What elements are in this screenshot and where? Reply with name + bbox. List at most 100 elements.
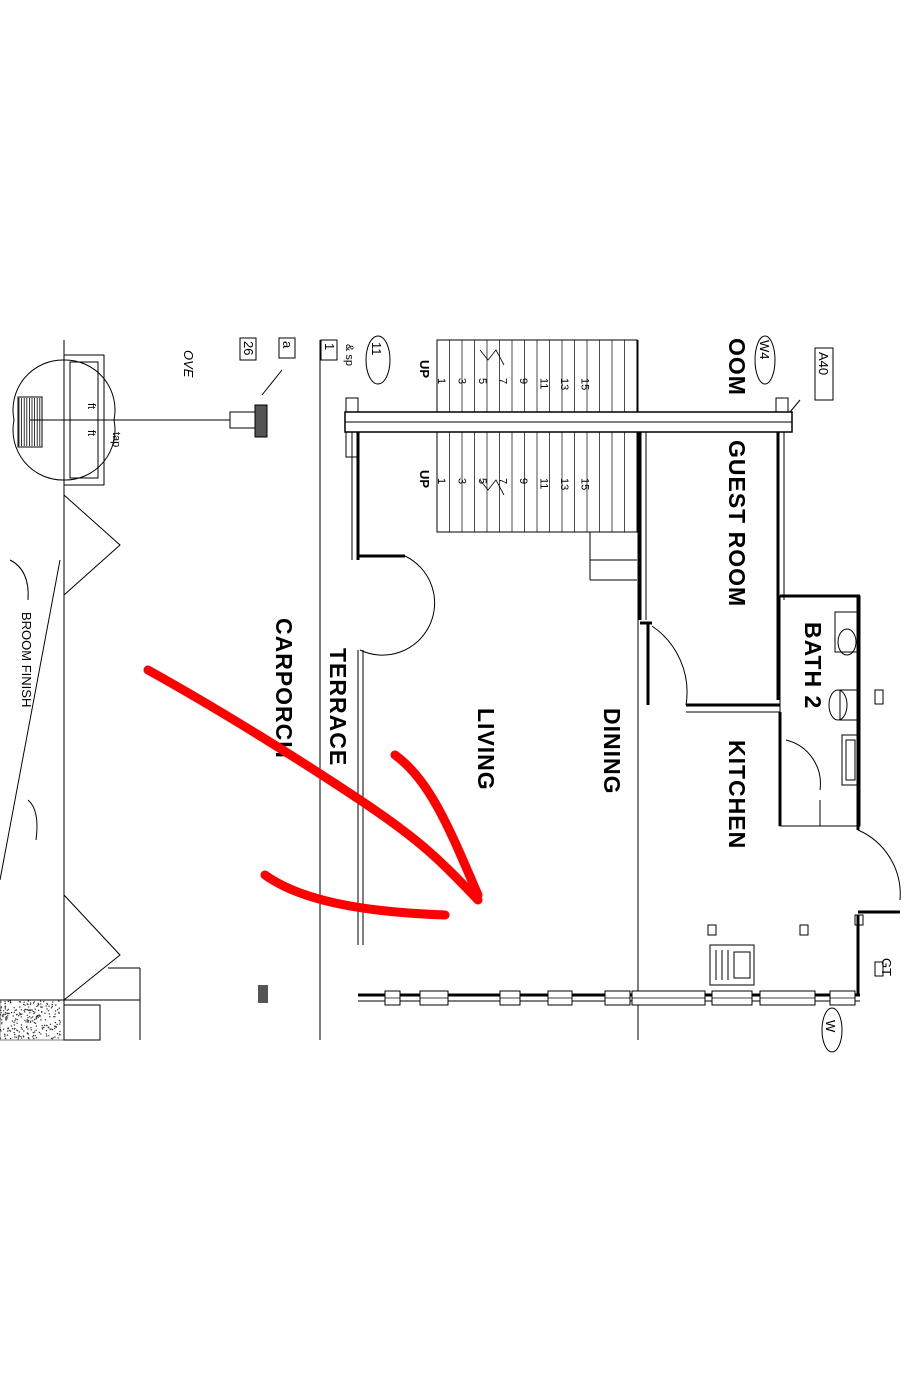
gravel-dot (35, 1037, 38, 1039)
gravel-dot (6, 1017, 9, 1019)
gravel-dot (4, 1008, 7, 1010)
gravel-dot (44, 1019, 47, 1021)
gravel-dot (7, 1027, 9, 1029)
tag-gt: GT (879, 958, 894, 976)
gravel-dot (28, 1009, 30, 1012)
gravel-dot (12, 1015, 14, 1017)
gravel-dot (46, 1003, 49, 1005)
gravel-dot (41, 1024, 43, 1027)
gravel-dot (0, 1029, 2, 1031)
stair-break-line (479, 479, 505, 496)
gravel-dot (36, 1005, 38, 1008)
gravel-dot (11, 1028, 14, 1030)
gravel-dot (4, 1033, 6, 1036)
stair-step-number: 13 (558, 378, 570, 390)
gravel-dot (1, 1021, 3, 1024)
gravel-dot (13, 1007, 15, 1009)
gravel-dot (2, 1010, 5, 1012)
gravel-dot (55, 1026, 57, 1029)
label-living: LIVING (473, 708, 499, 791)
gravel-dot (5, 1017, 7, 1019)
gravel-dot (4, 1005, 6, 1008)
gravel-dot (18, 1012, 21, 1014)
stair-step-number: 1 (435, 378, 447, 384)
gravel-dot (8, 1029, 11, 1032)
gravel-dot (59, 1034, 61, 1036)
gravel-dot (50, 1037, 53, 1040)
gravel-dot (47, 1010, 50, 1012)
gravel-dot (29, 1012, 31, 1014)
tag-tap: tap (110, 432, 122, 447)
gravel-dot (29, 1003, 32, 1006)
gravel-dot (26, 1003, 29, 1005)
gravel-dot (54, 1036, 56, 1038)
gravel-dot (7, 1008, 10, 1011)
stair-step-number: 11 (538, 478, 550, 489)
gravel-dot (33, 1021, 36, 1024)
gravel-dot (58, 1011, 60, 1014)
gravel-dot (32, 1010, 34, 1013)
stair-step-number: 13 (558, 478, 570, 490)
gravel-dot (34, 1008, 36, 1010)
gravel-dot (56, 1023, 58, 1026)
gravel-dot (5, 1019, 7, 1021)
gravel-dot (0, 1012, 2, 1014)
gravel-dot (25, 1021, 27, 1023)
gravel-dot (14, 1027, 16, 1030)
gravel-dot (4, 1002, 6, 1005)
gravel-dot (30, 1017, 32, 1019)
gravel-dot (55, 1004, 57, 1006)
gravel-dot (24, 1019, 26, 1022)
label-guest-room: GUEST ROOM (724, 440, 750, 607)
gravel-dot (54, 1016, 56, 1018)
gravel-dot (26, 1009, 29, 1011)
columns (345, 397, 789, 458)
gravel-dot (18, 1015, 20, 1017)
stair-step-number: 3 (456, 478, 468, 484)
gravel-dot (28, 1037, 30, 1040)
gravel-dot (34, 1022, 37, 1025)
gravel-dot (20, 1024, 23, 1026)
gravel-dot (20, 1016, 22, 1018)
svg-text:W: W (823, 1020, 838, 1033)
gravel-dot (59, 1030, 61, 1033)
gravel-dot (28, 1016, 31, 1018)
gravel-dot (0, 1001, 2, 1003)
svg-text:a: a (280, 341, 295, 349)
gravel-dot (27, 1000, 30, 1002)
gravel-dot (45, 1024, 47, 1027)
tag-ft-1: ft (85, 403, 97, 409)
gravel-dot (48, 1005, 50, 1007)
gravel-dot (0, 1009, 2, 1011)
gravel-dot (4, 1011, 7, 1014)
gravel-dot (23, 1009, 25, 1012)
gravel-dot (29, 1009, 31, 1012)
gravel-dot (48, 1013, 51, 1015)
gravel-dot (33, 1031, 36, 1033)
gravel-dot (7, 1000, 9, 1003)
stair-step-number: 5 (476, 378, 488, 384)
gravel-dot (35, 1025, 38, 1027)
gravel-dot (41, 1011, 43, 1013)
grid-lines (0, 340, 639, 1040)
svg-text:W4: W4 (757, 340, 772, 360)
gravel-dot (51, 1003, 53, 1006)
gravel-dot (49, 1028, 51, 1031)
gravel-dot (35, 1018, 38, 1020)
gravel-dot (58, 1019, 61, 1022)
gravel-dot (9, 1030, 12, 1032)
gravel-dot (10, 1025, 13, 1027)
gravel-dot (57, 1037, 59, 1039)
bath-fixtures (828, 611, 884, 786)
gravel-dot (13, 1011, 15, 1013)
gravel-dot (16, 1022, 18, 1024)
gravel-dot (14, 1036, 16, 1038)
gravel-dot (24, 1004, 26, 1006)
gravel-dot (26, 1025, 28, 1028)
gravel-dot (48, 1035, 50, 1037)
gravel-dot (26, 1014, 28, 1016)
gravel-dot (7, 1015, 9, 1017)
gravel-dot (14, 1033, 16, 1036)
staircase (436, 339, 638, 581)
gravel-dot (40, 1019, 42, 1021)
